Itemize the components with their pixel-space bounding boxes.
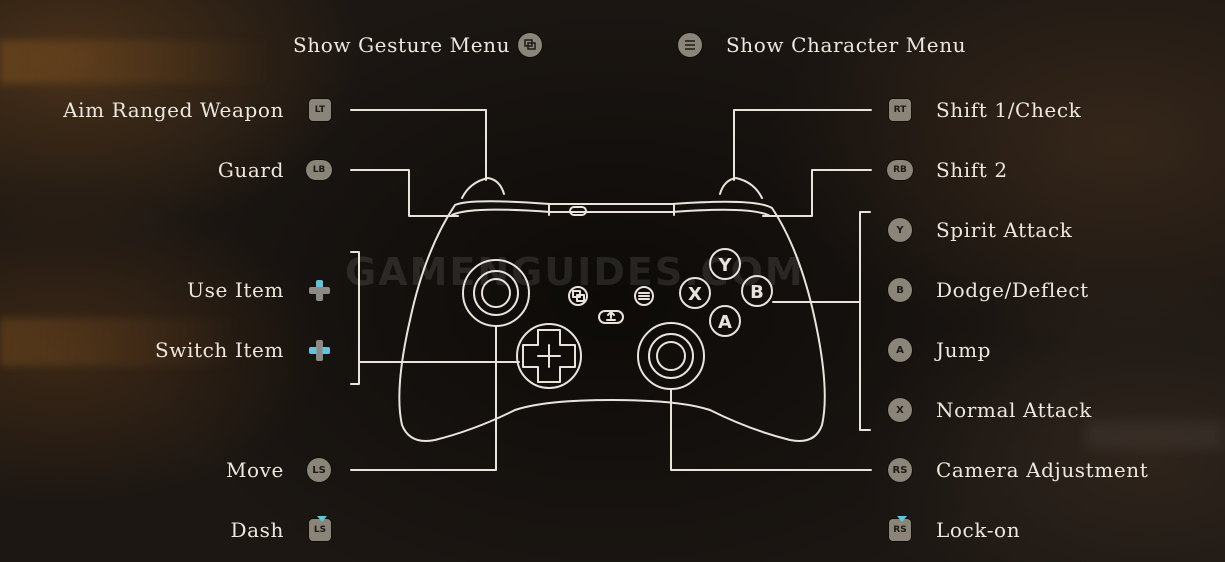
press-down-icon [317,516,327,522]
shift-1-check-label: Shift 1/Check [936,98,1082,122]
left-stick [462,259,530,327]
b-button-icon: B [888,278,912,302]
x-button-icon: X [888,398,912,422]
x-button-label: X [688,284,702,305]
b-button [741,275,773,307]
rb-bumper-icon: RB [887,160,913,180]
lb-bumper-icon: LB [306,160,332,180]
lock-on-label: Lock-on [936,518,1021,542]
left-stick-click-icon: LS [309,516,331,541]
dpad-up-icon [307,278,331,302]
dash-label: Dash [230,518,284,542]
menu-button [634,286,654,306]
camera-adjustment-label: Camera Adjustment [936,458,1149,482]
spirit-attack-label: Spirit Attack [936,218,1073,242]
press-down-icon [897,516,907,522]
a-button-icon: A [888,338,912,362]
right-stick-click-icon: RS [889,516,911,541]
y-button-icon: Y [888,218,912,242]
character-menu-label: Show Character Menu [726,33,967,57]
shift-2-label: Shift 2 [936,158,1008,182]
b-button-label: B [750,282,764,303]
view-button [568,286,588,306]
left-stick-icon: LS [307,458,331,482]
y-button-label: Y [717,255,732,276]
right-stick [637,322,705,390]
left-bumper [461,177,505,199]
dpad-ring [516,323,582,389]
dodge-deflect-label: Dodge/Deflect [936,278,1089,302]
move-label: Move [225,458,284,482]
a-button-label: A [718,312,732,333]
x-button [679,277,711,309]
background-glow [0,318,240,366]
aim-ranged-weapon-label: Aim Ranged Weapon [63,98,284,122]
switch-item-label: Switch Item [154,338,284,362]
a-button [709,305,741,337]
gesture-menu-label: Show Gesture Menu [293,33,511,57]
dpad-cross [522,329,576,383]
menu-button-icon [678,33,702,57]
background-glow [0,40,270,84]
right-stick-icon: RS [888,458,912,482]
y-button [709,248,741,280]
rt-trigger-icon: RT [889,99,911,121]
background-glow [1085,420,1225,450]
lt-trigger-icon: LT [309,99,331,121]
guard-label: Guard [217,158,284,182]
left-stick-click-key: LS [313,525,327,535]
view-button-icon [518,33,542,57]
normal-attack-label: Normal Attack [936,398,1092,422]
watermark: GAMENGUIDES.COM [345,250,805,294]
right-bumper [719,177,763,199]
controller-body [398,200,826,442]
use-item-label: Use Item [187,278,284,302]
xbox-button-slot [569,206,587,216]
jump-label: Jump [936,338,992,362]
right-stick-click-key: RS [893,525,907,535]
dpad-left-right-icon [307,338,331,362]
